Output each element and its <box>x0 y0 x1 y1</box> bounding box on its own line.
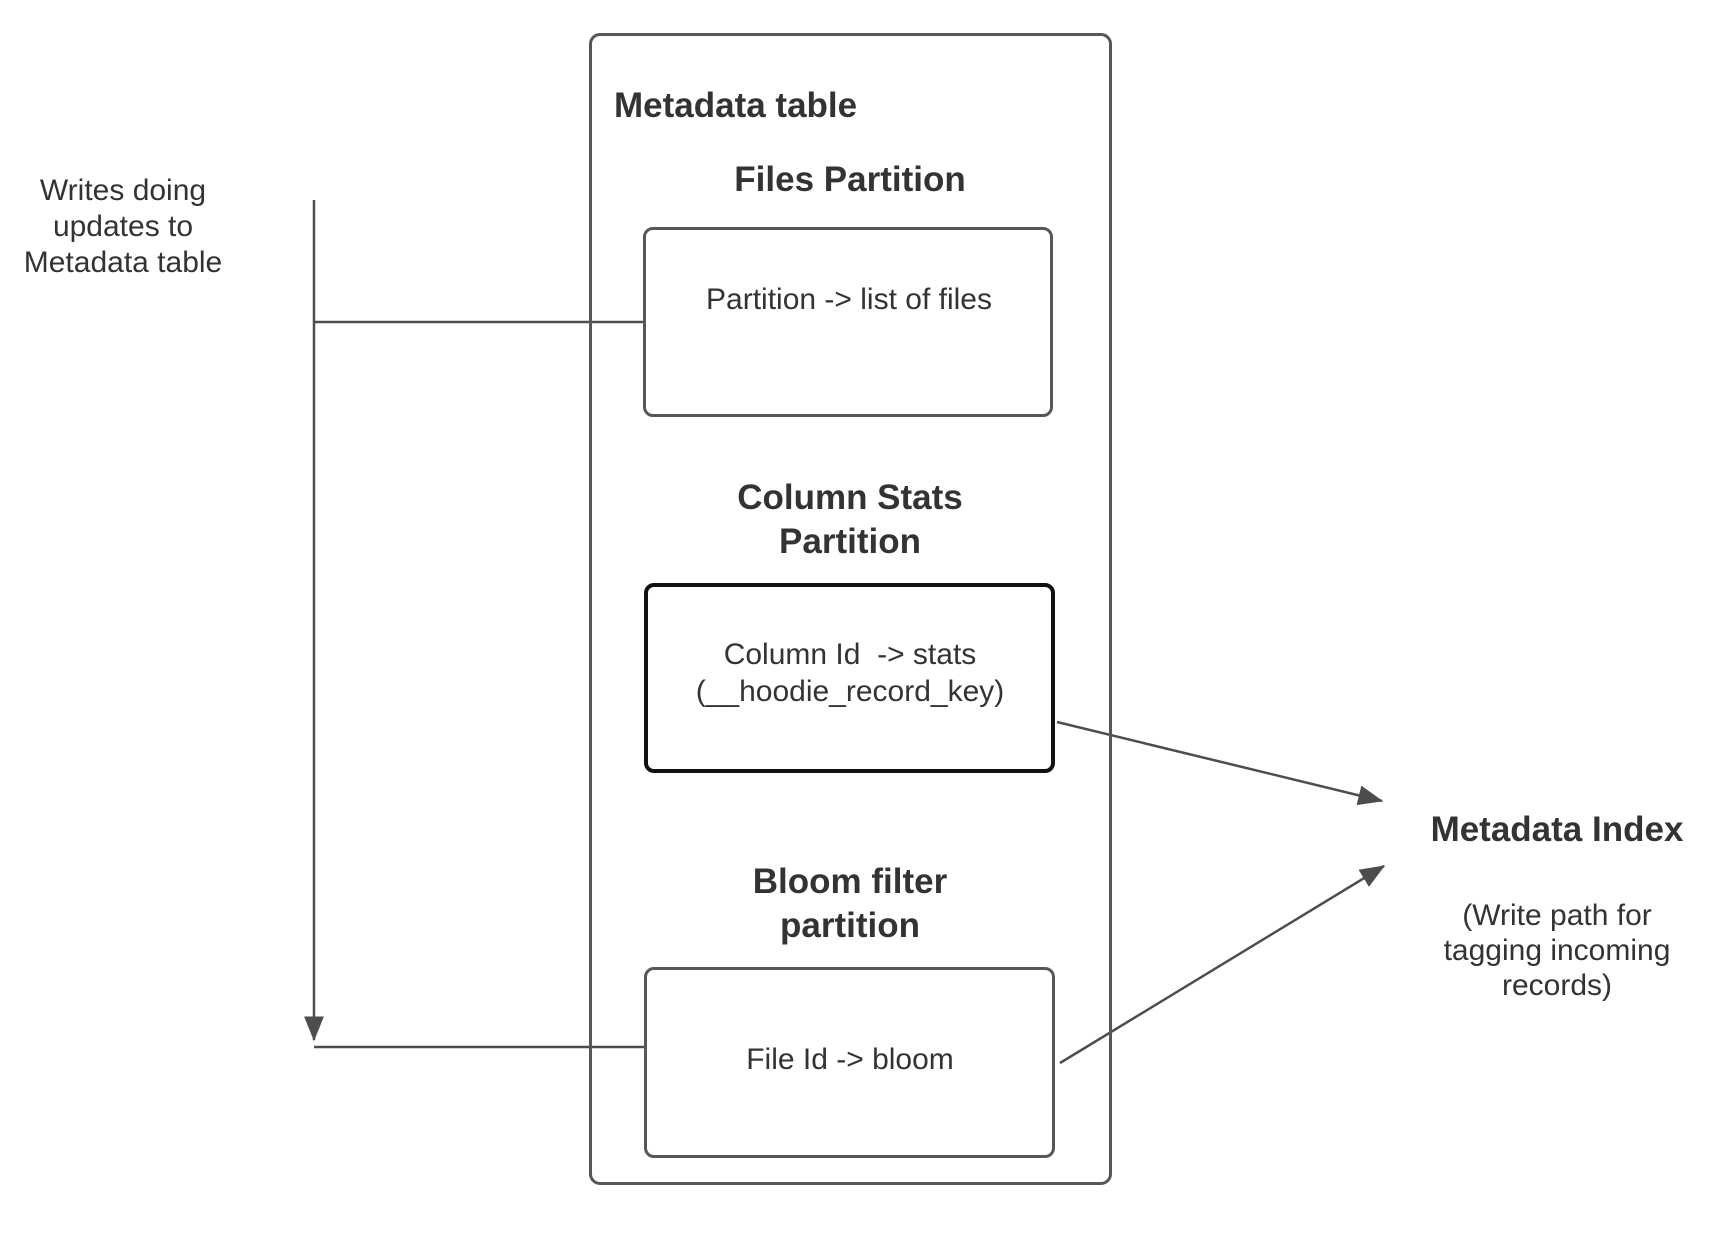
column-stats-mapping-text: Column Id -> stats (__hoodie_record_key) <box>695 638 1005 708</box>
files-partition-box <box>643 227 1053 417</box>
metadata-index-subtitle: (Write path for tagging incoming records… <box>1443 899 1671 1002</box>
bloom-filter-partition-box <box>644 967 1055 1158</box>
files-partition-heading: Files Partition <box>734 160 966 199</box>
metadata-table-title: Metadata table <box>614 86 858 125</box>
arrow-bloom-to-metadata-index <box>1059 864 1386 1065</box>
metadata-table-container <box>589 33 1112 1185</box>
metadata-index-title: Metadata Index <box>1430 810 1684 849</box>
column-stats-partition-box <box>644 583 1055 773</box>
files-partition-mapping-text: Partition -> list of files <box>706 283 992 316</box>
writes-updates-note: Writes doing updates to Metadata table <box>23 174 223 279</box>
bloom-filter-mapping-text: File Id -> bloom <box>746 1043 954 1076</box>
column-stats-partition-heading: Column Stats Partition <box>737 478 963 561</box>
bloom-filter-partition-heading: Bloom filter partition <box>752 862 948 945</box>
